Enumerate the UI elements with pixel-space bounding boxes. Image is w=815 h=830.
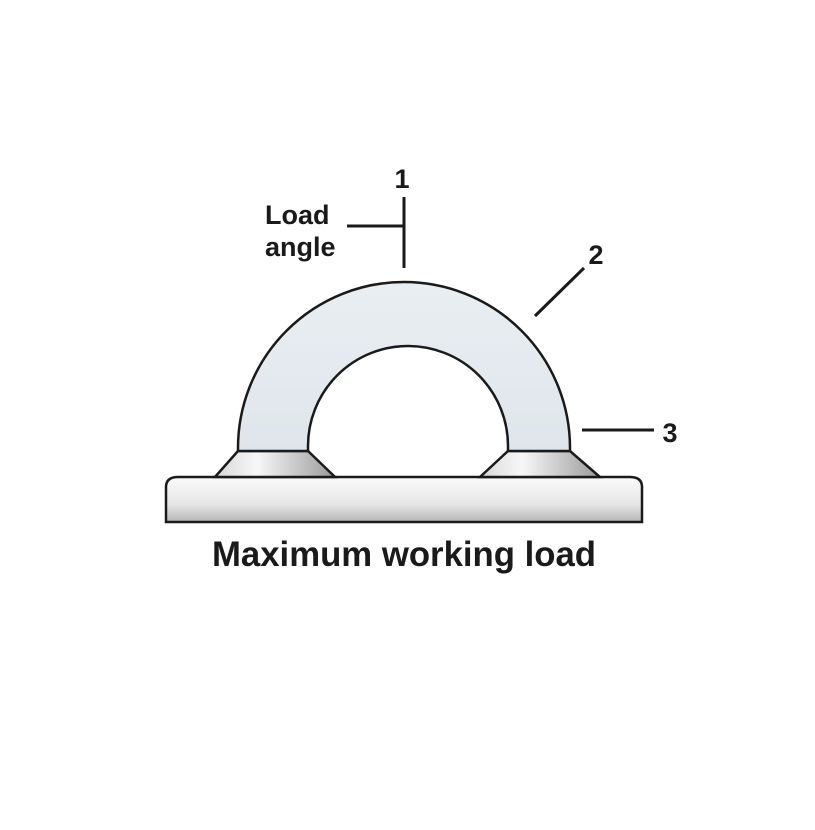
- load-angle-label-line1: Load: [265, 200, 330, 230]
- callout-2-label: 2: [588, 240, 603, 270]
- left-weld-foot: [212, 449, 339, 479]
- load-angle-label-line2: angle: [265, 232, 336, 262]
- callout-3-label: 3: [662, 418, 677, 448]
- right-weld-foot: [476, 449, 604, 479]
- base-plate: [164, 475, 644, 524]
- callout-2-leader-line: [533, 266, 586, 318]
- callout-1-label: 1: [394, 164, 409, 194]
- d-ring-arch: [236, 280, 572, 453]
- diagram-caption: Maximum working load: [212, 535, 596, 574]
